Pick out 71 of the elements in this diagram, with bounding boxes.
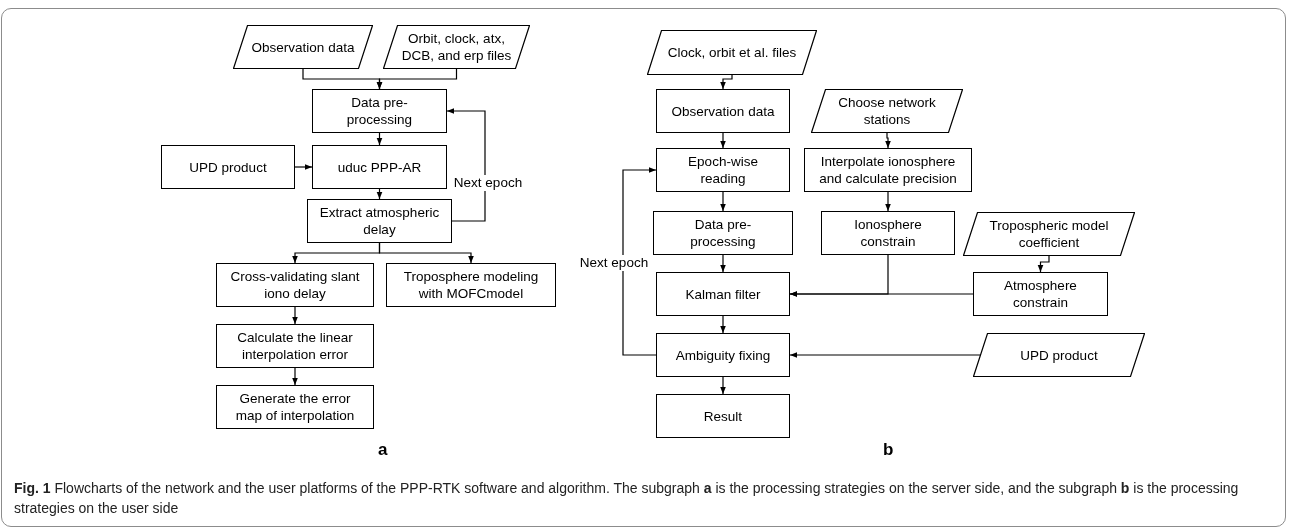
process-box bbox=[161, 145, 295, 189]
arrow bbox=[378, 242, 474, 264]
edge-label: Next epoch bbox=[452, 175, 524, 191]
arrow bbox=[292, 306, 298, 325]
arrow bbox=[720, 376, 726, 395]
node-label: Data pre-processing bbox=[345, 94, 414, 128]
node-label: Result bbox=[702, 407, 744, 425]
node-label: Interpolate ionosphere and calculate precision bbox=[818, 153, 958, 187]
process-box bbox=[312, 145, 447, 189]
arrow bbox=[720, 191, 726, 212]
process-box bbox=[804, 148, 972, 192]
input-parallelogram bbox=[233, 25, 373, 69]
arrow bbox=[376, 68, 458, 90]
edge-label: Next epoch bbox=[578, 255, 650, 271]
subfigure-letter: a bbox=[378, 440, 388, 460]
process-box bbox=[656, 333, 790, 377]
process-box bbox=[216, 324, 374, 368]
input-parallelogram bbox=[811, 89, 963, 133]
arrow bbox=[720, 132, 726, 149]
node-label: Calculate the linear interpolation error bbox=[236, 329, 354, 363]
node-label: Cross-validating slant iono delay bbox=[229, 268, 361, 302]
node-label: Choose network stations bbox=[837, 94, 937, 128]
process-box bbox=[656, 89, 790, 133]
process-box bbox=[656, 272, 790, 316]
node-label: uduc PPP-AR bbox=[336, 158, 423, 176]
arrow bbox=[1037, 255, 1050, 273]
arrow bbox=[789, 352, 981, 358]
input-parallelogram bbox=[647, 30, 817, 75]
arrow bbox=[885, 191, 891, 212]
node-label: Extract atmospheric delay bbox=[318, 204, 441, 238]
process-box bbox=[386, 263, 556, 307]
process-box bbox=[216, 263, 374, 307]
arrow bbox=[376, 132, 383, 146]
input-parallelogram bbox=[963, 212, 1135, 256]
node-label: Observation data bbox=[250, 38, 356, 56]
process-box bbox=[821, 211, 955, 255]
arrow bbox=[294, 164, 313, 170]
node-label: Ionosphere constrain bbox=[853, 216, 923, 250]
process-box bbox=[653, 211, 793, 255]
node-label: Troposphere modeling with MOFCmodel bbox=[402, 268, 540, 302]
arrow bbox=[720, 254, 726, 273]
arrow bbox=[446, 108, 486, 222]
arrow bbox=[789, 291, 974, 297]
process-box bbox=[656, 394, 790, 438]
arrow bbox=[622, 167, 657, 356]
node-label: Atmosphere constrain bbox=[1003, 277, 1078, 311]
node-label: Epoch-wise reading bbox=[687, 153, 759, 187]
node-label: Kalman filter bbox=[684, 285, 762, 303]
node-label: UPD product bbox=[188, 158, 268, 176]
process-box bbox=[307, 199, 452, 243]
node-label: Generate the error map of interpolation bbox=[234, 390, 356, 424]
process-box bbox=[656, 148, 790, 192]
arrow bbox=[720, 315, 726, 334]
arrow bbox=[720, 74, 733, 90]
node-label: Ambiguity fixing bbox=[674, 346, 772, 364]
figure-caption: Fig. 1 Flowcharts of the network and the user platforms of the PPP-RTK software and algorithm. The subgraph a is the processing strategies on the server side, and the subgraph b is the processing strategies on the user side bbox=[14, 479, 1240, 518]
node-label: Clock, orbit et al. files bbox=[666, 44, 798, 61]
node-label: Orbit, clock, atx, DCB, and erp files bbox=[400, 30, 513, 64]
process-box bbox=[312, 89, 447, 133]
arrow bbox=[885, 132, 891, 149]
node-label: UPD product bbox=[1019, 346, 1099, 364]
subfigure-letter: b bbox=[883, 440, 894, 460]
arrow bbox=[376, 188, 383, 200]
node-label: Observation data bbox=[670, 102, 776, 120]
arrow bbox=[292, 367, 298, 386]
input-parallelogram bbox=[973, 333, 1145, 377]
process-box bbox=[973, 272, 1108, 316]
node-label: Data pre-processing bbox=[689, 216, 757, 250]
input-parallelogram bbox=[383, 25, 530, 69]
process-box bbox=[216, 385, 374, 429]
node-label: Tropospheric model coefficient bbox=[988, 217, 1110, 251]
